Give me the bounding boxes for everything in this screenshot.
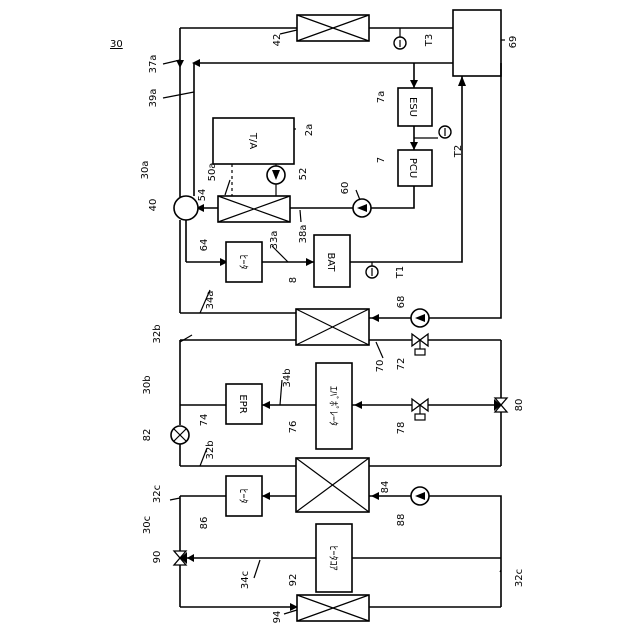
radiator-94 — [297, 595, 369, 621]
ref-50a: 50a — [207, 163, 218, 182]
valve-90 — [174, 551, 187, 565]
chiller-70 — [296, 309, 369, 345]
flow-arrow — [410, 80, 418, 88]
ref-7: 7 — [376, 157, 387, 163]
bat-label: BAT — [325, 252, 336, 272]
ref-90: 90 — [152, 551, 163, 564]
temperature-sensor-t3 — [394, 28, 406, 49]
ref-38a: 38a — [298, 225, 309, 244]
heater-86-label: ﾋｰﾀ — [237, 489, 249, 504]
ref-8: 8 — [288, 277, 299, 283]
ref-74: 74 — [199, 414, 210, 427]
ref-78: 78 — [396, 422, 407, 435]
ref-70: 70 — [375, 360, 386, 373]
ref-t2: T2 — [453, 145, 464, 158]
flow-arrow — [410, 142, 418, 150]
ref-37a: 37a — [148, 55, 159, 74]
ref-69: 69 — [508, 36, 519, 49]
epr-label: EPR — [237, 394, 248, 413]
ref-80: 80 — [514, 399, 525, 412]
heat-exchanger-54 — [218, 196, 290, 222]
condenser-84 — [296, 458, 369, 512]
ref-7a: 7a — [376, 91, 387, 104]
ref-72: 72 — [396, 358, 407, 371]
pump-68 — [411, 309, 429, 327]
flow-arrow — [371, 492, 379, 500]
radiator-42 — [297, 15, 369, 41]
pump-60 — [353, 199, 371, 217]
pump-88 — [411, 487, 429, 505]
expansion-valve-72 — [412, 334, 428, 355]
ref-32b-low: 32b — [205, 440, 216, 459]
ref-2a: 2a — [304, 124, 315, 137]
temperature-sensor-t2 — [414, 126, 451, 138]
ref-34c: 34c — [240, 571, 251, 589]
ref-34b: 34b — [282, 368, 293, 387]
ref-76: 76 — [288, 421, 299, 434]
ref-34a: 34a — [205, 291, 216, 310]
flow-arrow — [187, 554, 194, 562]
flow-arrow — [354, 401, 362, 409]
pump-52 — [267, 166, 285, 184]
flow-arrow — [262, 401, 270, 409]
ref-32b-top: 32b — [152, 324, 163, 343]
ref-32c-right: 32c — [514, 569, 525, 587]
expansion-valve-78 — [412, 399, 428, 420]
esu-label: ESU — [407, 97, 418, 117]
ref-64: 64 — [199, 239, 210, 252]
ref-t1: T1 — [395, 266, 406, 279]
box-69 — [453, 10, 501, 76]
heater-core-label: ﾋｰﾀｺｱ — [327, 546, 339, 571]
ref-52: 52 — [298, 168, 309, 181]
ref-32c-top: 32c — [152, 485, 163, 503]
flow-arrow — [371, 314, 379, 322]
ref-94: 94 — [272, 611, 283, 624]
heater-64-label: ﾋｰﾀ — [237, 255, 249, 270]
ref-82: 82 — [142, 429, 153, 442]
valve-40 — [174, 196, 198, 220]
evaporator-label: ｴﾊﾞﾎﾟﾚｰﾀ — [327, 386, 339, 426]
ref-39a: 39a — [148, 89, 159, 108]
pipe-32c-right — [429, 496, 501, 607]
ref-40: 40 — [148, 199, 159, 212]
ref-60: 60 — [340, 182, 351, 195]
flow-arrow — [458, 76, 466, 86]
ref-92: 92 — [288, 574, 299, 587]
ref-42: 42 — [272, 34, 283, 47]
ref-33a: 33a — [269, 231, 280, 250]
ref-88: 88 — [396, 514, 407, 527]
pipe-69-pump68 — [429, 63, 501, 318]
flow-arrow — [306, 258, 314, 266]
compressor-82 — [171, 426, 189, 444]
ref-54: 54 — [197, 189, 208, 202]
ref-30c: 30c — [142, 516, 153, 534]
ref-30b: 30b — [142, 375, 153, 394]
flow-arrow — [262, 492, 270, 500]
temperature-sensor-t1 — [366, 262, 378, 278]
valve-80 — [494, 398, 507, 412]
figure-number: 30 — [110, 39, 123, 50]
ref-84: 84 — [380, 481, 391, 494]
ref-t3: T3 — [424, 34, 435, 47]
ref-30a: 30a — [140, 161, 151, 180]
ta-label: T/A — [247, 132, 258, 149]
pipe-pcu-pump60 — [371, 186, 414, 208]
ref-86: 86 — [199, 517, 210, 530]
pcu-label: PCU — [407, 158, 418, 178]
ref-68: 68 — [396, 296, 407, 309]
